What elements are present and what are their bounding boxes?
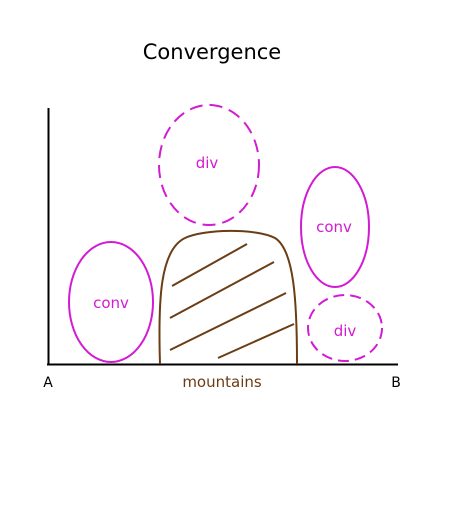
div-zone-right-label: div — [334, 322, 357, 340]
mountain-region — [158, 229, 298, 365]
conv-zone-right-label: conv — [316, 218, 352, 236]
mountain-hatch-line — [171, 243, 248, 287]
mountain-hatch-line — [217, 323, 295, 359]
conv-zone-left — [68, 241, 154, 363]
mountain-hatch-line — [169, 292, 287, 351]
div-zone-right — [307, 294, 383, 362]
conv-zone-left-label: conv — [93, 294, 129, 312]
axis-label-a: A — [43, 375, 53, 391]
conv-zone-right — [300, 166, 370, 288]
mountain-hatch-line — [169, 261, 275, 319]
div-zone-top — [158, 104, 260, 226]
diagram-title: Convergence — [143, 40, 281, 64]
mountains-label: mountains — [182, 373, 262, 391]
div-zone-top-label: div — [196, 154, 219, 172]
axis-label-b: B — [391, 375, 401, 391]
mountain-outline — [158, 229, 298, 365]
